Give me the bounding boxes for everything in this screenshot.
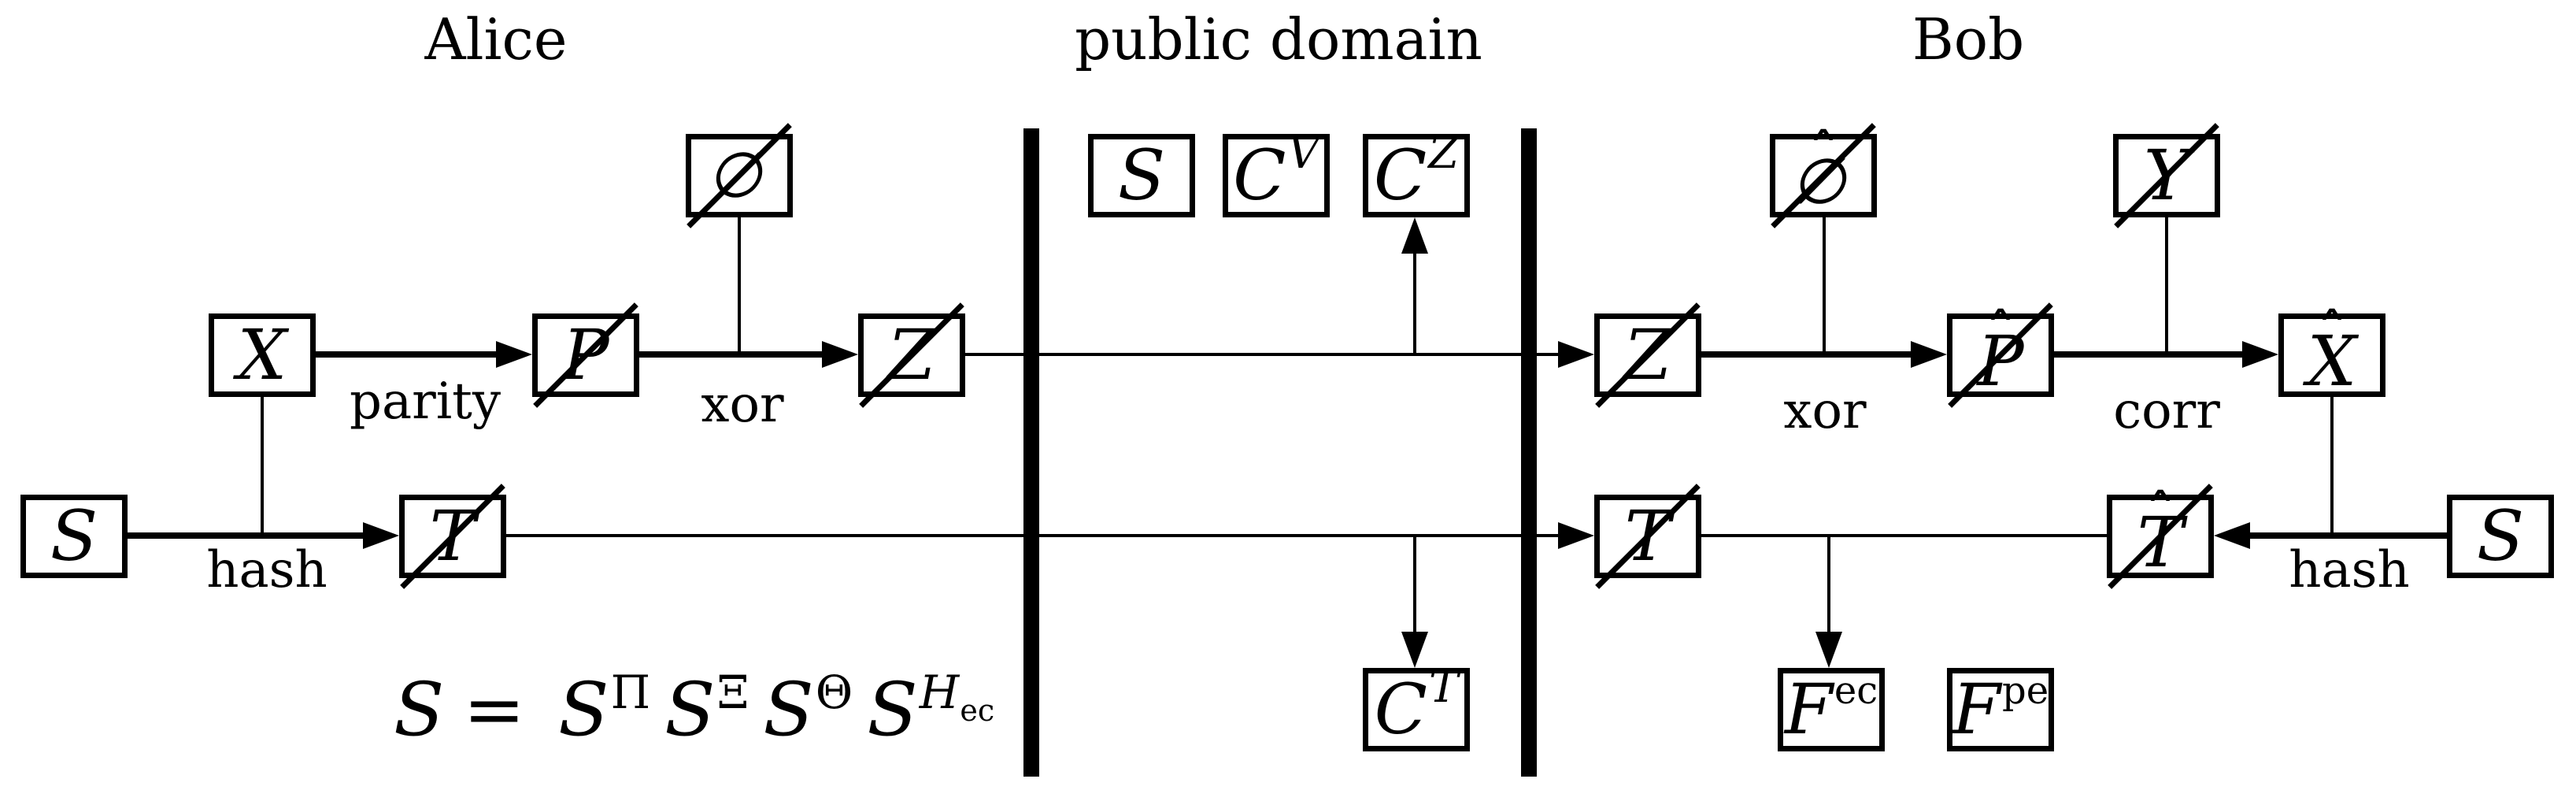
edge-x-to-hash-junction bbox=[261, 395, 264, 536]
box-y-bob: Y bbox=[2113, 123, 2220, 228]
title-bob: Bob bbox=[1912, 6, 2025, 72]
box-t-alice: T bbox=[399, 484, 506, 589]
arrowhead-into-t-hat bbox=[2214, 522, 2250, 549]
arrowhead-into-p-hat bbox=[1911, 341, 1947, 368]
edge-z-bob-to-p-hat bbox=[1701, 351, 1912, 358]
box-s-alice: S bbox=[20, 495, 128, 578]
label-hash-bob: hash bbox=[2289, 541, 2410, 599]
arrowhead-into-fec bbox=[1815, 632, 1842, 668]
label-hash-alice: hash bbox=[206, 541, 328, 599]
box-t-hat-bob: ˆ T bbox=[2107, 484, 2214, 589]
arrowhead-into-t-bob bbox=[1558, 522, 1594, 549]
label-parity: parity bbox=[349, 373, 502, 431]
public-domain-right-bar bbox=[1521, 128, 1537, 777]
edge-x-to-p bbox=[316, 351, 498, 358]
box-x-hat-bob: ˆ X bbox=[2278, 306, 2385, 397]
edge-t-to-t-bob bbox=[506, 534, 1561, 537]
box-s-bob: S bbox=[2447, 495, 2554, 578]
equals-sign: = bbox=[463, 667, 526, 753]
edge-s-bob-to-t-hat bbox=[2250, 532, 2447, 539]
edge-p-to-z bbox=[639, 351, 824, 358]
formula-lhs: S bbox=[394, 667, 445, 753]
public-domain-left-bar bbox=[1023, 128, 1039, 777]
edge-p-hat-to-x-hat bbox=[2054, 351, 2242, 358]
box-oslash-hat-bob: ˆ ∅ bbox=[1770, 123, 1877, 228]
arrowhead-into-z-bob bbox=[1558, 341, 1594, 368]
edge-z-line-to-cz bbox=[1413, 248, 1416, 356]
box-p-hat-bob: ˆ P bbox=[1947, 302, 2054, 408]
title-public-domain: public domain bbox=[1075, 6, 1482, 72]
arrowhead-into-z bbox=[822, 341, 858, 368]
title-alice: Alice bbox=[424, 6, 568, 72]
label-xor-alice: xor bbox=[701, 376, 784, 434]
edge-y-to-corr-junction bbox=[2165, 216, 2168, 356]
arrowhead-into-t bbox=[363, 522, 399, 549]
edge-z-to-z-bob bbox=[965, 353, 1561, 356]
box-z-bob: Z bbox=[1594, 302, 1701, 408]
box-t-bob: T bbox=[1594, 484, 1701, 589]
edge-t-bob-to-t-hat bbox=[1701, 534, 2107, 537]
box-s-public: S bbox=[1088, 134, 1195, 217]
edge-s-to-t bbox=[128, 532, 364, 539]
edge-oslash-to-xor-junction bbox=[738, 216, 741, 356]
box-x-alice: X bbox=[209, 313, 316, 397]
arrowhead-into-ct bbox=[1401, 632, 1428, 668]
arrowhead-into-p bbox=[496, 341, 532, 368]
box-oslash-alice: ∅ bbox=[686, 123, 793, 228]
arrowhead-into-cz bbox=[1401, 217, 1428, 254]
label-xor-bob: xor bbox=[1783, 382, 1867, 440]
label-corr: corr bbox=[2113, 382, 2220, 440]
empty-set-symbol: ∅ bbox=[1790, 145, 1858, 218]
box-p-alice: P bbox=[532, 302, 639, 408]
edge-x-hat-to-hash-junction bbox=[2330, 395, 2334, 536]
edge-t-line-to-fec bbox=[1827, 536, 1830, 636]
edge-oslash-hat-to-xor-junction bbox=[1823, 216, 1826, 356]
box-z-alice: Z bbox=[858, 302, 965, 408]
arrowhead-into-x-hat bbox=[2242, 341, 2278, 368]
edge-t-line-to-ct bbox=[1413, 536, 1416, 636]
